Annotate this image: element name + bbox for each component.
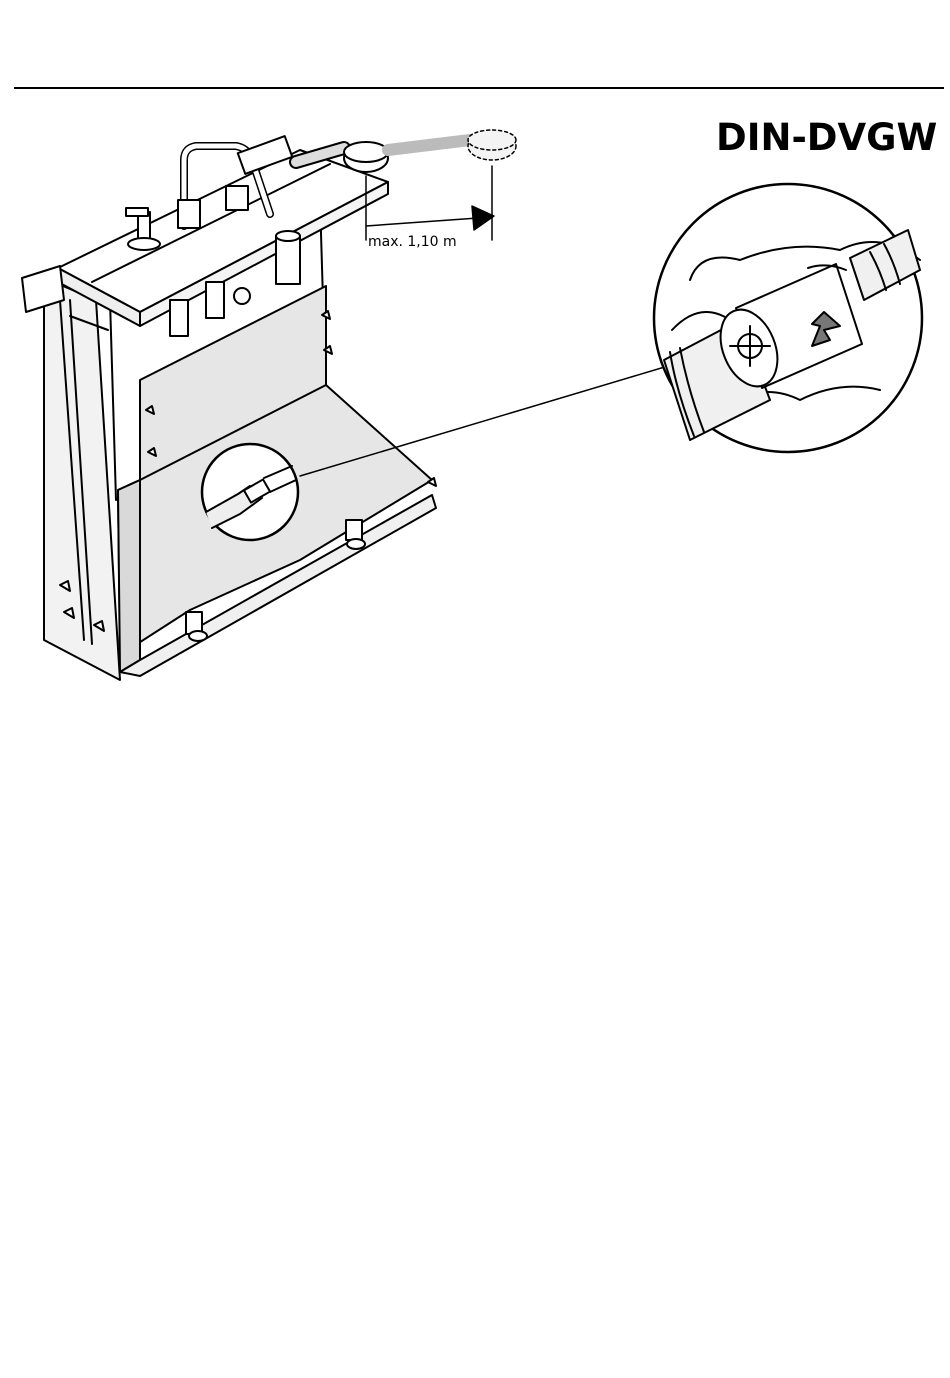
hose-length-label: max. 1,10 m [368,234,457,250]
inset-detail-large [654,184,922,452]
hose-length-dimension [366,166,494,240]
inset-detail-small [202,444,298,540]
mounting-unit [22,150,436,680]
